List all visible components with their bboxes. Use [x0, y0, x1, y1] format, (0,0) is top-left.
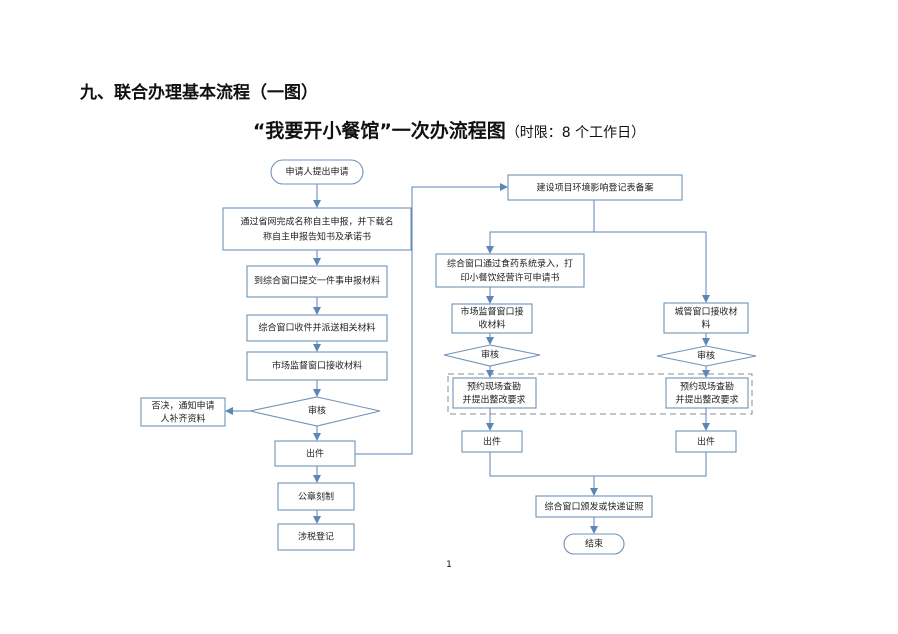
connectors [225, 183, 710, 534]
page-number: 1 [446, 560, 452, 570]
node-food-system-line2: 印小餐饮经营许可申请书 [460, 272, 559, 284]
node-submit-window: 到综合窗口提交一件事申报材料 [246, 265, 388, 298]
node-inspect-mid: 预约现场查勘 并提出整改要求 [452, 377, 537, 409]
node-review-right-label: 审核 [697, 350, 715, 362]
node-env-record-label: 建设项目环境影响登记表备案 [536, 182, 653, 194]
node-online-apply-line1: 通过省网完成名称自主申报，并下载名 [240, 216, 393, 228]
node-reject-line1: 否决，通知申请 [151, 400, 214, 412]
node-receive-dispatch: 综合窗口收件并派送相关材料 [246, 314, 388, 342]
node-reject: 否决，通知申请 人补齐资料 [140, 397, 226, 427]
node-end: 结束 [563, 533, 625, 555]
node-inspect-right-line2: 并提出整改要求 [675, 394, 738, 406]
node-end-label: 结束 [585, 538, 603, 550]
node-inspect-mid-line2: 并提出整改要求 [462, 394, 525, 406]
node-tax: 涉税登记 [277, 523, 355, 551]
node-fire-receive-line1: 城管窗口接收材 [674, 306, 737, 318]
node-start-label: 申请人提出申请 [285, 166, 348, 178]
node-issue-left-label: 出件 [306, 448, 324, 460]
node-start: 申请人提出申请 [270, 159, 364, 185]
node-market-receive-2-line2: 收材料 [478, 319, 505, 331]
node-issue-right: 出件 [675, 430, 737, 453]
node-inspect-right: 预约现场查勘 并提出整改要求 [665, 377, 749, 409]
flowchart-title-main: “我要开小餐馆”一次办流程图 [252, 120, 506, 142]
node-seal: 公章刻制 [277, 482, 355, 511]
node-market-receive: 市场监督窗口接收材料 [246, 351, 388, 381]
inspection-dashed-region [447, 373, 753, 415]
node-food-system: 综合窗口通过食药系统录入，打 印小餐饮经营许可申请书 [435, 253, 585, 288]
flowchart-title-time-limit: （时限：8 个工作日） [505, 125, 646, 141]
node-tax-label: 涉税登记 [298, 531, 334, 543]
node-online-apply: 通过省网完成名称自主申报，并下载名 称自主申报告知书及承诺书 [222, 207, 412, 251]
node-inspect-mid-line1: 预约现场查勘 [467, 381, 521, 393]
node-submit-window-label: 到综合窗口提交一件事申报材料 [254, 275, 380, 287]
node-reject-line2: 人补齐资料 [160, 413, 205, 425]
node-inspect-right-line1: 预约现场查勘 [680, 381, 734, 393]
node-review-left-label: 审核 [308, 405, 326, 417]
flowchart-title: “我要开小餐馆”一次办流程图（时限：8 个工作日） [0, 116, 898, 143]
node-market-receive-2: 市场监督窗口接 收材料 [451, 303, 533, 334]
node-review-mid: 审核 [443, 344, 541, 367]
node-market-receive-label: 市场监督窗口接收材料 [272, 360, 362, 372]
node-receive-dispatch-label: 综合窗口收件并派送相关材料 [258, 322, 375, 334]
section-heading: 九、联合办理基本流程（一图） [80, 83, 318, 103]
node-review-right: 审核 [656, 345, 757, 367]
node-fire-receive: 城管窗口接收材 料 [663, 302, 749, 334]
node-market-receive-2-line1: 市场监督窗口接 [460, 306, 523, 318]
node-fire-receive-line2: 料 [701, 319, 710, 331]
node-issue-mid: 出件 [461, 430, 523, 453]
node-online-apply-line2: 称自主申报告知书及承诺书 [263, 231, 371, 243]
node-issue-right-label: 出件 [697, 436, 715, 448]
node-final-issue-label: 综合窗口颁发或快递证照 [544, 501, 643, 513]
node-review-mid-label: 审核 [481, 349, 499, 361]
node-env-record: 建设项目环境影响登记表备案 [507, 174, 683, 201]
node-seal-label: 公章刻制 [298, 491, 334, 503]
node-food-system-line1: 综合窗口通过食药系统录入，打 [447, 258, 573, 270]
node-issue-mid-label: 出件 [483, 436, 501, 448]
node-issue-left: 出件 [274, 440, 356, 467]
node-final-issue: 综合窗口颁发或快递证照 [535, 495, 653, 518]
node-review-left: 审核 [249, 396, 381, 427]
